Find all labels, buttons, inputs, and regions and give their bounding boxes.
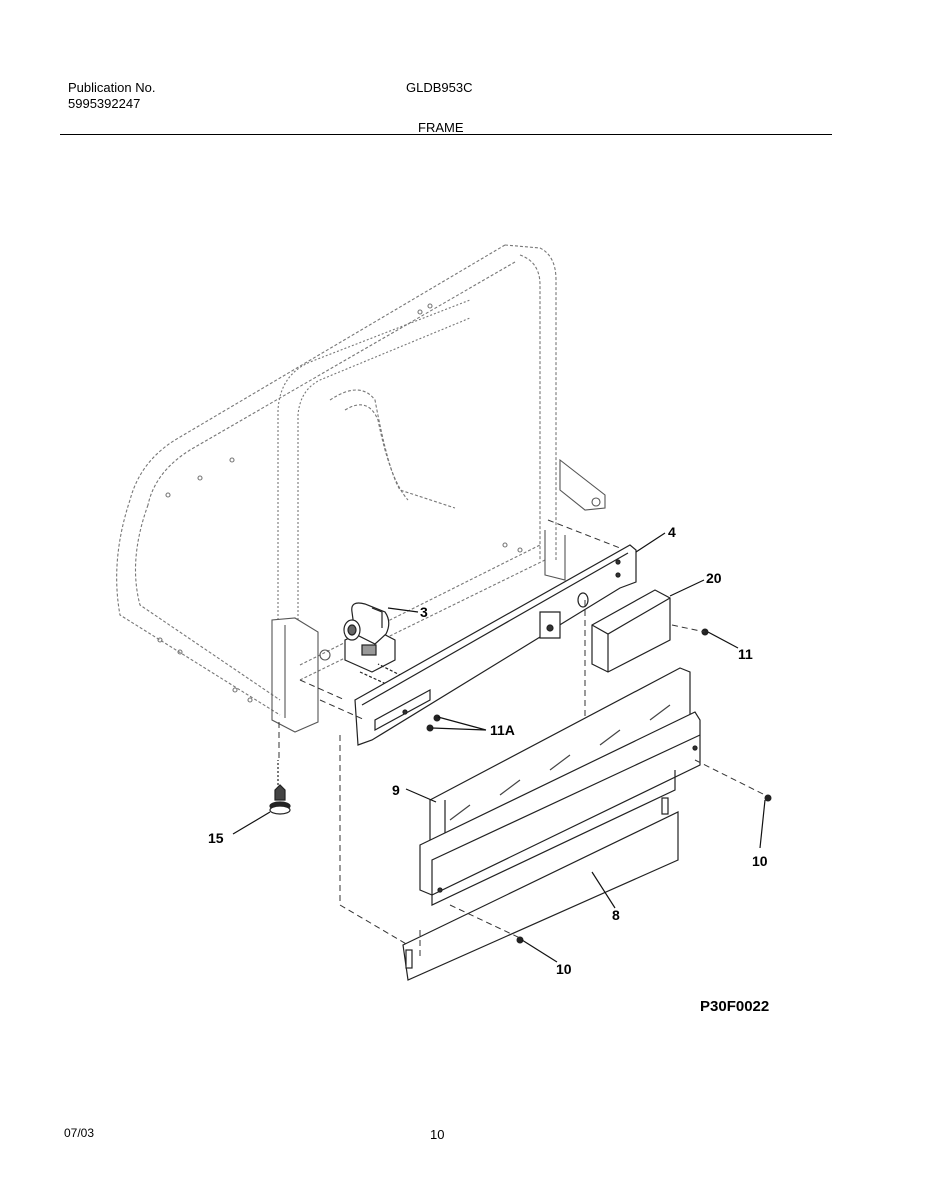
cover-part-20 bbox=[591, 589, 671, 673]
callout-labels: 4 20 3 11 11A 9 15 10 8 10 bbox=[208, 524, 768, 977]
callout-10-right: 10 bbox=[752, 853, 768, 869]
callout-20: 20 bbox=[706, 570, 722, 586]
callout-15: 15 bbox=[208, 830, 224, 846]
header-rule bbox=[60, 134, 832, 135]
callout-3: 3 bbox=[420, 604, 428, 620]
leader-lines bbox=[232, 532, 766, 963]
callout-10-bottom: 10 bbox=[556, 961, 572, 977]
section-title: FRAME bbox=[418, 120, 464, 135]
publication-number: 5995392247 bbox=[68, 96, 141, 111]
model-number: GLDB953C bbox=[406, 80, 473, 95]
tub-frame bbox=[116, 244, 606, 733]
leveling-leg-part-15 bbox=[269, 760, 291, 815]
figure-id: P30F0022 bbox=[700, 998, 770, 1015]
water-valve-part-3 bbox=[343, 602, 412, 689]
bracket-part-4 bbox=[354, 544, 637, 746]
assembly-lines bbox=[278, 519, 766, 958]
footer-date: 07/03 bbox=[64, 1126, 95, 1140]
publication-label: Publication No. bbox=[68, 80, 156, 95]
callout-4: 4 bbox=[668, 524, 676, 540]
callout-8: 8 bbox=[612, 907, 620, 923]
callout-9: 9 bbox=[392, 782, 400, 798]
page-number: 10 bbox=[430, 1127, 445, 1142]
callout-11: 11 bbox=[738, 646, 753, 662]
callout-11a: 11A bbox=[490, 722, 515, 738]
access-panel-part-8 bbox=[402, 711, 701, 981]
screws bbox=[426, 628, 772, 944]
